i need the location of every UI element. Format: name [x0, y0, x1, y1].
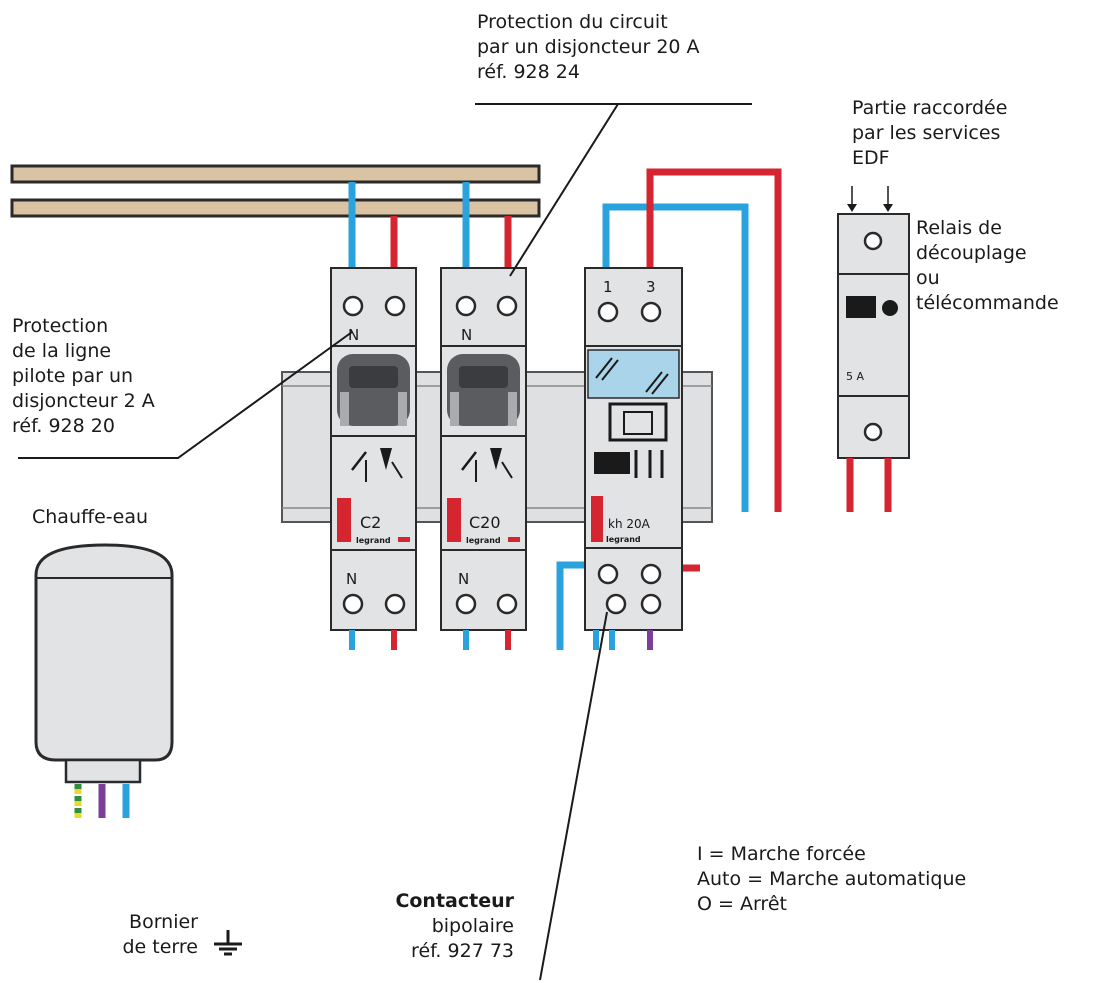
- relay-rating: 5 A: [846, 370, 864, 383]
- breaker-c2-rating: C2: [360, 513, 381, 532]
- contactor-terminal-1: 1: [603, 278, 613, 296]
- label-breaker-20a: Protection du circuit par un disjoncteur…: [477, 11, 700, 83]
- supply-wires: [348, 182, 512, 270]
- contactor-brand: legrand: [606, 535, 641, 544]
- label-relay: Relais de découplage ou télécommande: [916, 217, 1059, 314]
- contactor-rating: kh 20A: [608, 517, 651, 531]
- label-breaker-2a: Protection de la ligne pilote par un dis…: [12, 315, 155, 437]
- water-heater: [34, 543, 174, 818]
- breaker-c20-rating: C20: [469, 513, 501, 532]
- breaker-c20-brand: legrand: [466, 536, 501, 545]
- contactor-wires: [556, 168, 782, 650]
- breaker-c2-brand: legrand: [356, 536, 391, 545]
- earth-icon: [214, 930, 242, 956]
- label-contactor: Contacteur bipolaire réf. 927 73: [395, 890, 514, 962]
- breaker-c20: N C20 legrand N: [440, 267, 527, 631]
- breaker-c20-bottom-mark: N: [458, 570, 469, 588]
- busbars: [10, 164, 541, 218]
- output-wires: [349, 630, 653, 650]
- breaker-c2-top-mark: N: [348, 326, 359, 344]
- label-modes: I = Marche forcée Auto = Marche automati…: [697, 843, 967, 915]
- contactor-module: 1 3 kh 20A legrand: [584, 267, 683, 631]
- contactor-terminal-3: 3: [646, 278, 656, 296]
- breaker-c2-bottom-mark: N: [346, 570, 357, 588]
- label-earth-block: Bornier de terre: [122, 911, 199, 958]
- edf-relay-module: 5 A: [837, 186, 910, 512]
- breaker-c2: N C2 legrand N: [330, 267, 417, 631]
- label-water-heater: Chauffe-eau: [32, 506, 149, 528]
- breaker-c20-top-mark: N: [461, 326, 472, 344]
- label-edf: Partie raccordée par les services EDF: [852, 97, 1008, 169]
- leader-lines: [18, 103, 752, 981]
